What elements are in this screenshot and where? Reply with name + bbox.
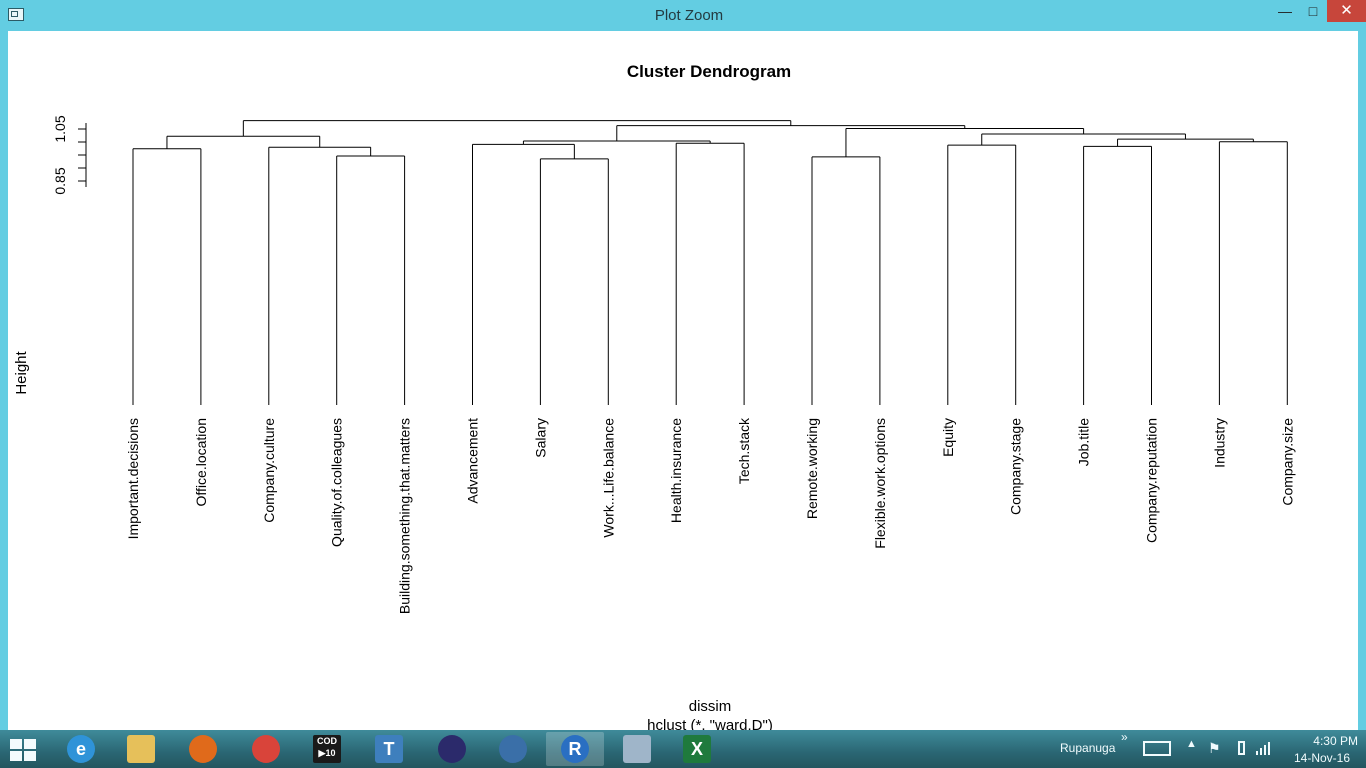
leaf-label: Company.reputation	[1144, 418, 1160, 543]
leaf-label: Important.decisions	[125, 418, 141, 539]
firefox-icon	[189, 735, 217, 763]
leaf-label: Industry	[1211, 418, 1227, 468]
leaf-label: Company.stage	[1008, 418, 1024, 515]
tray-toolbar-label[interactable]: Rupanuga	[1060, 741, 1116, 755]
leaf-label: Tech.stack	[736, 417, 752, 484]
x-axis-label: dissim	[689, 698, 732, 715]
internet-explorer-icon: e	[67, 735, 95, 763]
leaf-label: Advancement	[465, 418, 481, 504]
leaf-label: Work...Life.balance	[600, 418, 616, 538]
leaf-label: Salary	[532, 418, 548, 458]
leaf-label: Remote.working	[804, 418, 820, 519]
show-hidden-icons-icon[interactable]: ▲	[1186, 738, 1197, 750]
leaf-label: Health.insurance	[668, 418, 684, 523]
taskbar-app-file-explorer[interactable]	[112, 732, 170, 766]
taskbar-app-firefox[interactable]	[174, 732, 232, 766]
file-explorer-icon	[127, 735, 155, 763]
plot-subtitle: hclust (*, "ward.D")	[647, 717, 773, 730]
title-bar[interactable]: Plot Zoom — □ ✕	[0, 0, 1366, 31]
eclipse-icon	[438, 735, 466, 763]
taskbar: e COD ▶10 T R X Rupanuga » ▲ ⚑ 4:30 PM 14-No…	[0, 730, 1366, 768]
leaf-label: Flexible.work.options	[872, 418, 888, 549]
y-tick-label: 1.05	[52, 115, 68, 142]
r-icon: R	[561, 735, 589, 763]
excel-icon: X	[683, 735, 711, 763]
plot-title: Cluster Dendrogram	[627, 62, 791, 81]
cod10-icon: COD ▶10	[313, 735, 341, 763]
window-title: Plot Zoom	[654, 7, 724, 24]
leaf-label: Quality.of.colleagues	[329, 418, 345, 547]
window-icon[interactable]	[8, 8, 24, 21]
clock-time[interactable]: 4:30 PM	[1313, 734, 1358, 748]
windows-logo-icon	[10, 739, 38, 761]
tray-more-icon[interactable]: »	[1121, 730, 1128, 744]
leaf-label: Office.location	[193, 418, 209, 506]
leaf-label: Company.culture	[261, 418, 277, 523]
virtualbox-icon	[499, 735, 527, 763]
taskbar-app-internet-explorer[interactable]: e	[52, 732, 110, 766]
clock-date[interactable]: 14-Nov-16	[1293, 751, 1350, 765]
textpad-icon: T	[375, 735, 403, 763]
taskbar-app-textpad[interactable]: T	[360, 732, 418, 766]
leaf-label: Building.something.that.matters	[397, 418, 413, 614]
taskbar-app-virtualbox[interactable]	[484, 732, 542, 766]
leaf-label: Job.title	[1076, 418, 1092, 466]
leaf-label: Equity	[940, 418, 956, 457]
y-tick-label: 0.85	[52, 167, 68, 194]
y-axis-label: Height	[13, 350, 30, 394]
action-center-flag-icon[interactable]: ⚑	[1208, 740, 1221, 756]
touch-keyboard-icon[interactable]	[1143, 741, 1171, 756]
taskbar-app-excel[interactable]: X	[668, 732, 726, 766]
taskbar-app-chrome[interactable]	[237, 732, 295, 766]
battery-icon[interactable]	[1238, 741, 1245, 755]
taskbar-app-r[interactable]: R	[546, 732, 604, 766]
start-button[interactable]	[0, 730, 48, 768]
close-button[interactable]: ✕	[1327, 0, 1366, 22]
chrome-icon	[252, 735, 280, 763]
taskbar-app-eclipse[interactable]	[423, 732, 481, 766]
minimize-button[interactable]: —	[1278, 3, 1292, 19]
leaf-label: Company.size	[1279, 418, 1295, 506]
resource-monitor-icon	[623, 735, 651, 763]
network-signal-icon[interactable]	[1256, 741, 1272, 755]
taskbar-app-cod10[interactable]: COD ▶10	[298, 732, 356, 766]
taskbar-app-resource-monitor[interactable]	[608, 732, 666, 766]
maximize-button[interactable]: □	[1308, 3, 1318, 19]
